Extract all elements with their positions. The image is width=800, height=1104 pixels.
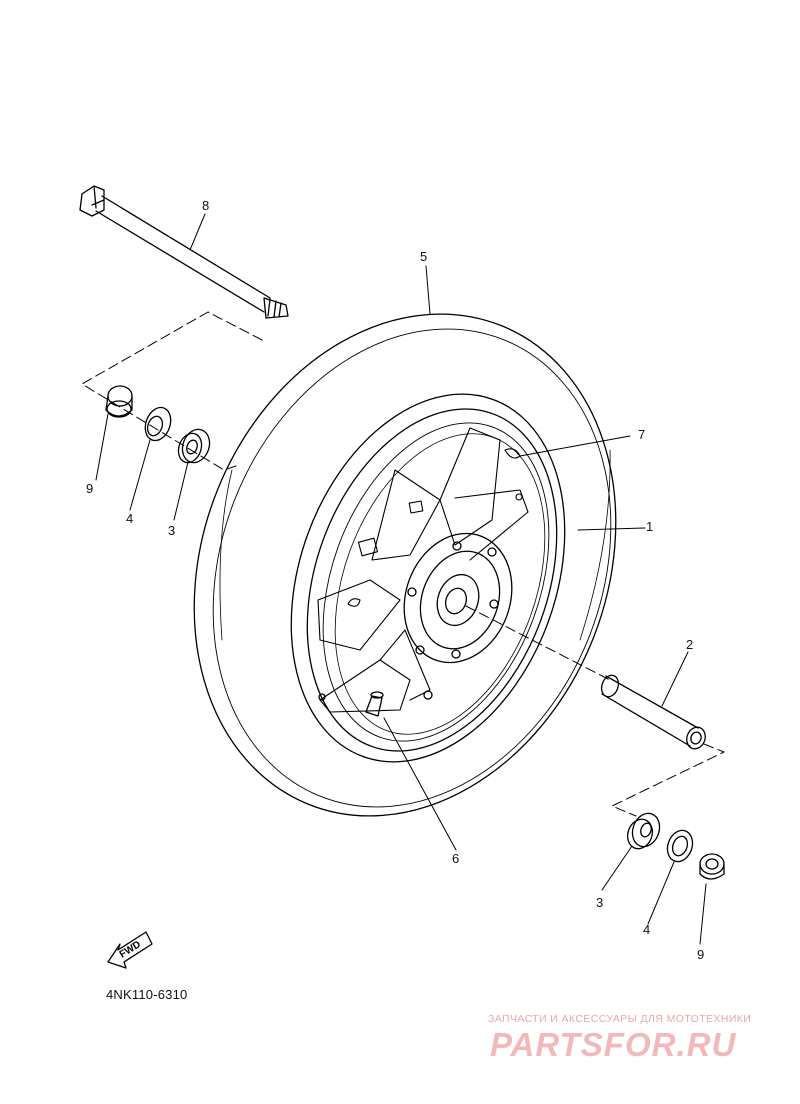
watermark-tagline: ЗАПЧАСТИ И АКСЕССУАРЫ ДЛЯ МОТОТЕХНИКИ xyxy=(488,1013,752,1025)
callout-wheel: 1 xyxy=(646,519,654,534)
left-bearing xyxy=(177,428,211,464)
left-collar xyxy=(105,385,133,418)
right-bearing xyxy=(626,812,661,850)
callout-right-bearing: 3 xyxy=(596,895,604,910)
leader-lines xyxy=(95,213,707,945)
callout-right-collar: 9 xyxy=(697,947,705,962)
callout-left-collar: 9 xyxy=(86,481,94,496)
assembly-guide-lines xyxy=(81,311,725,817)
callout-valve-stem: 7 xyxy=(638,427,646,442)
left-oil-seal xyxy=(144,406,172,442)
wheel-collar xyxy=(600,674,706,750)
callout-left-bearing: 3 xyxy=(168,523,176,538)
callout-right-oil-seal: 4 xyxy=(643,922,651,937)
axle-shaft xyxy=(79,185,289,319)
right-oil-seal xyxy=(666,829,694,863)
right-collar xyxy=(699,853,725,880)
callout-left-oil-seal: 4 xyxy=(126,511,134,526)
wheel-rim xyxy=(290,393,566,763)
callout-axle: 8 xyxy=(202,198,210,213)
diagram-code: 4NK110-6310 xyxy=(106,987,188,1002)
wheel-hub xyxy=(318,532,513,701)
wheel-spokes xyxy=(317,427,529,713)
tire xyxy=(193,313,617,817)
watermark-brand: PARTSFOR.RU xyxy=(490,1026,737,1063)
forward-arrow-icon xyxy=(107,931,153,969)
callout-collar: 2 xyxy=(686,637,694,652)
valve-stem xyxy=(365,691,384,717)
callout-tire: 5 xyxy=(420,249,428,264)
callout-valve: 6 xyxy=(452,851,460,866)
